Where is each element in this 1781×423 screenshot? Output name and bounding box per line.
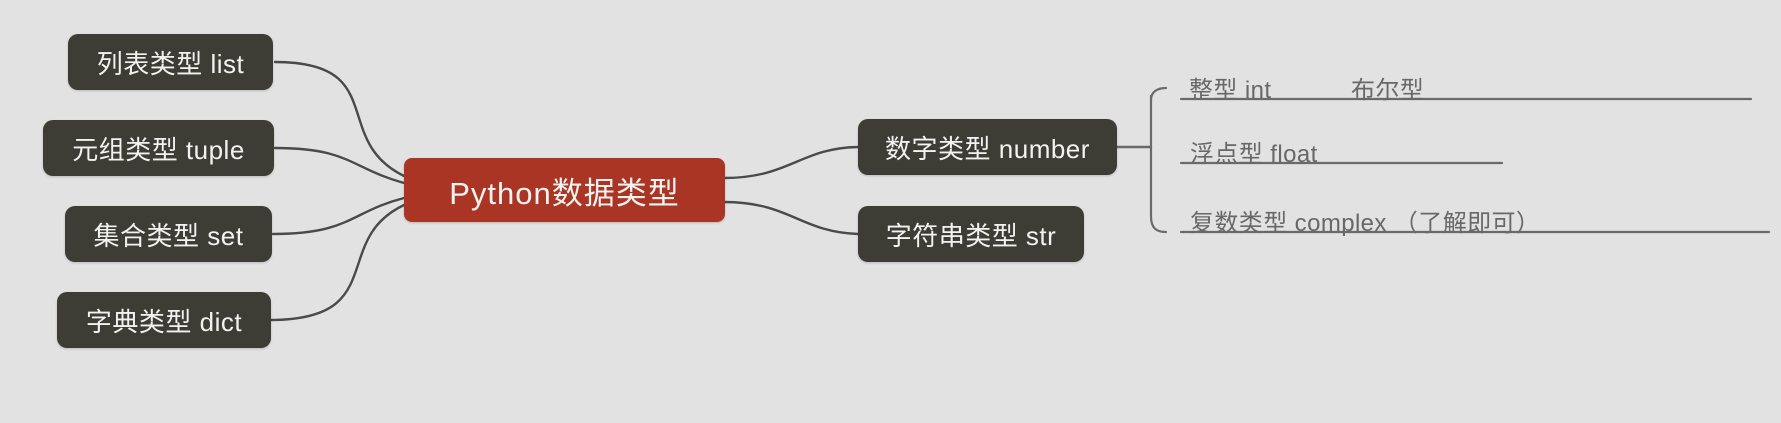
subnode-complex[interactable]: 复数类型 complex （了解即可） <box>1190 203 1540 238</box>
connector-root-to-tuple <box>273 146 406 185</box>
root-node-label: Python数据类型 <box>449 175 680 211</box>
node-number-label: 数字类型 number <box>885 133 1090 164</box>
node-str[interactable]: 字符串类型 str <box>858 206 1084 262</box>
node-set-label: 集合类型 set <box>93 220 244 251</box>
node-list-label: 列表类型 list <box>96 48 245 79</box>
node-dict-label: 字典类型 dict <box>85 306 243 337</box>
root-node[interactable]: Python数据类型 <box>404 158 725 222</box>
connector-number-spine <box>1149 94 1168 234</box>
subnode-bool-label: 布尔型 <box>1351 77 1425 104</box>
connector-root-to-set <box>271 196 406 236</box>
node-dict[interactable]: 字典类型 dict <box>57 292 271 348</box>
node-tuple-label: 元组类型 tuple <box>72 134 245 165</box>
node-tuple[interactable]: 元组类型 tuple <box>43 120 274 176</box>
node-list[interactable]: 列表类型 list <box>68 34 273 90</box>
node-number[interactable]: 数字类型 number <box>858 119 1117 175</box>
connector-root-to-dict <box>268 203 406 322</box>
connector-root-to-list <box>273 60 406 178</box>
subnode-float[interactable]: 浮点型 float <box>1190 134 1318 169</box>
subnode-complex-label: 复数类型 complex （了解即可） <box>1190 210 1541 237</box>
subnode-bool[interactable]: 布尔型 <box>1351 70 1424 105</box>
connector-root-to-str <box>722 200 860 236</box>
node-set[interactable]: 集合类型 set <box>65 206 272 262</box>
subnode-int-label: 整型 int <box>1189 77 1272 104</box>
subnode-int[interactable]: 整型 int <box>1189 70 1271 105</box>
connector-spine-top-cap <box>1149 86 1168 102</box>
node-str-label: 字符串类型 str <box>885 220 1057 251</box>
connector-root-to-number <box>722 145 860 180</box>
subnode-float-label: 浮点型 float <box>1190 141 1318 168</box>
